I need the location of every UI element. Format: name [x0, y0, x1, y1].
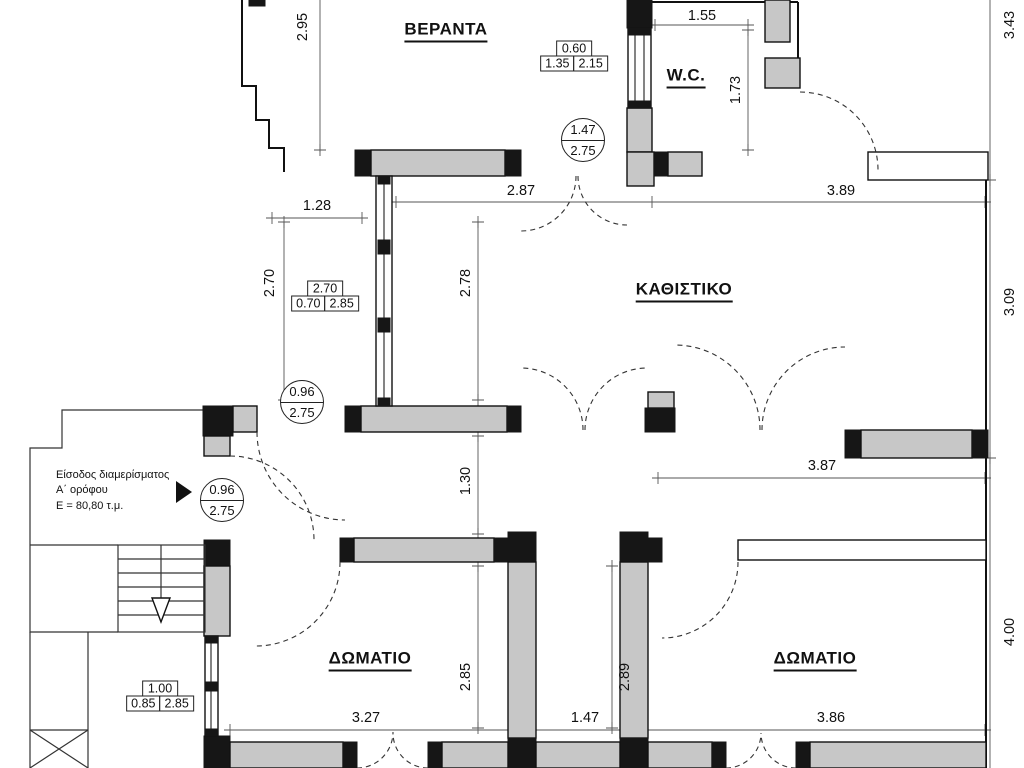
living-south-double-door-2-arc [674, 344, 846, 431]
door-tag-entrance: 0.96 2.75 [200, 478, 244, 522]
window-sill: 2.70 [306, 280, 344, 297]
window-width: 0.85 [126, 695, 161, 712]
entry-lobby-outline [29, 409, 205, 633]
lower-left-shaft [29, 632, 89, 768]
dim-2-89: 2.89 [617, 662, 633, 692]
window-height: 2.85 [159, 695, 194, 712]
window-tag-veranda: 2.70 0.70 2.85 [291, 280, 359, 312]
dim-3-09: 3.09 [1002, 287, 1018, 317]
room-label-bedroom-right: ΔΩΜΑΤΙΟ [773, 649, 857, 672]
door-height: 2.75 [570, 143, 596, 159]
room-label-bedroom-left: ΔΩΜΑΤΙΟ [328, 649, 412, 672]
dimension-tick-marks [224, 19, 996, 736]
veranda-step-boundary [241, 0, 285, 172]
walls [202, 0, 989, 768]
window-sill: 1.00 [141, 680, 179, 697]
stairs [117, 544, 206, 633]
hall-living-door-arc [256, 431, 346, 521]
door-tag-living-double: 1.47 2.75 [561, 118, 605, 162]
dim-3-87: 3.87 [807, 458, 837, 474]
living-top-double-door-arc [520, 175, 628, 232]
window-height: 2.15 [573, 55, 608, 72]
bedroom2-door-arc [661, 561, 739, 639]
dim-3-27: 3.27 [351, 710, 381, 726]
window-height: 2.85 [324, 295, 359, 312]
wc-door-arc [799, 91, 879, 171]
entrance-note-line3: Ε = 80,80 τ.μ. [56, 499, 124, 512]
room-label-veranda: ΒΕΡΑΝΤΑ [404, 20, 488, 43]
stairs-down-arrow-icon [150, 597, 172, 624]
window-width: 0.70 [291, 295, 326, 312]
window-tag-wc: 0.60 1.35 2.15 [540, 40, 608, 72]
dim-1-73: 1.73 [728, 75, 744, 105]
living-south-double-door-1-arc [520, 367, 648, 431]
wc-window [627, 27, 652, 109]
door-swing-arcs [229, 91, 879, 768]
dim-2-70: 2.70 [262, 268, 278, 298]
door-height: 2.75 [209, 503, 235, 519]
dim-1-55: 1.55 [687, 8, 717, 24]
bedroom1-balcony-door-arc [356, 731, 429, 768]
dim-4-00: 4.00 [1002, 617, 1018, 647]
door-tag-hall: 0.96 2.75 [280, 380, 324, 424]
dim-2-95: 2.95 [295, 12, 311, 42]
door-width: 0.96 [201, 479, 243, 501]
dim-3-86: 3.86 [816, 710, 846, 726]
dim-1-30: 1.30 [458, 466, 474, 496]
dim-2-78: 2.78 [458, 268, 474, 298]
door-height: 2.75 [289, 405, 315, 421]
room-label-living: ΚΑΘΙΣΤΙΚΟ [635, 280, 733, 303]
dim-3-89: 3.89 [826, 183, 856, 199]
dim-1-28: 1.28 [302, 198, 332, 214]
veranda-window [375, 175, 393, 407]
entrance-arrow-icon [176, 481, 192, 503]
bedroom1-door-arc [255, 561, 341, 647]
thin-walls [29, 0, 987, 768]
room-label-wc: W.C. [666, 66, 706, 89]
entrance-note-line2: Α΄ ορόφου [56, 484, 108, 497]
dim-1-47: 1.47 [570, 710, 600, 726]
dim-3-43: 3.43 [1002, 10, 1018, 40]
door-width: 0.96 [281, 381, 323, 403]
entrance-door-arc [229, 455, 315, 541]
window-width: 1.35 [540, 55, 575, 72]
door-width: 1.47 [562, 119, 604, 141]
dim-2-85: 2.85 [458, 662, 474, 692]
entrance-note: Είσοδος διαμερίσματος Α΄ ορόφου Ε = 80,8… [56, 468, 169, 514]
window-tag-bedroom1: 1.00 0.85 2.85 [126, 680, 194, 712]
bedroom2-balcony-door-arc [725, 732, 797, 768]
entrance-note-line1: Είσοδος διαμερίσματος [56, 469, 170, 481]
windows [204, 27, 652, 737]
dim-2-87: 2.87 [506, 183, 536, 199]
bedroom1-window [204, 635, 219, 737]
window-sill: 0.60 [555, 40, 593, 57]
